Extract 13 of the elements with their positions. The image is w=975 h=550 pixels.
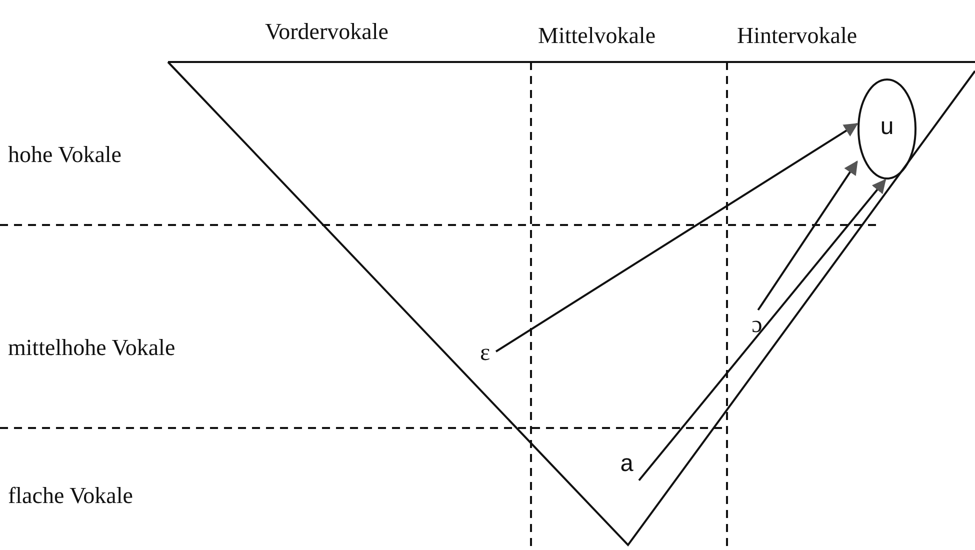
vowel-symbol: ɔ bbox=[752, 313, 762, 337]
column-heading: Vordervokale bbox=[265, 20, 388, 43]
arrow bbox=[638, 178, 886, 482]
row-heading: flache Vokale bbox=[8, 484, 133, 507]
row-heading: mittelhohe Vokale bbox=[8, 336, 176, 359]
vowel-symbol: u bbox=[880, 117, 894, 141]
arrow bbox=[495, 123, 858, 352]
row-heading: hohe Vokale bbox=[8, 143, 122, 166]
column-heading: Hintervokale bbox=[737, 24, 858, 47]
column-heading: Mittelvokale bbox=[538, 24, 656, 47]
arrow bbox=[757, 160, 858, 311]
vowel-symbol: a bbox=[620, 454, 634, 478]
vowel-symbol: ε bbox=[480, 341, 490, 365]
